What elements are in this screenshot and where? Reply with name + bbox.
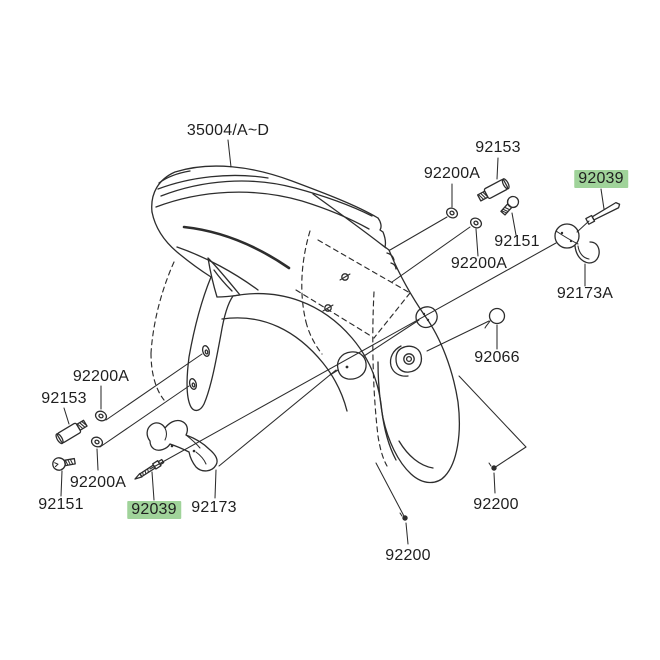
screw-92151-left-drawing	[52, 457, 76, 471]
part-label-92151-top: 92151	[494, 233, 540, 250]
part-label-92039-bottom[interactable]: 92039	[127, 501, 181, 519]
part-label-92200a-mid: 92200A	[450, 255, 508, 272]
part-label-92151-left: 92151	[38, 496, 84, 513]
part-label-92200a-left-lower: 92200A	[69, 474, 127, 491]
spacer-92153-top-drawing	[476, 178, 510, 202]
part-label-92153-left: 92153	[41, 390, 87, 407]
fender-boss-hole	[389, 345, 423, 377]
hidden-screw-icon	[322, 273, 351, 312]
plug-92066-drawing	[484, 307, 506, 329]
washer-92200a-top-drawing	[445, 207, 459, 219]
spacer-92153-left-drawing	[55, 419, 88, 445]
bracket-92173-drawing	[146, 419, 218, 472]
part-label-92173a: 92173A	[556, 285, 614, 302]
screw-92151-top-drawing	[500, 195, 520, 216]
part-label-92039-top[interactable]: 92039	[574, 170, 628, 188]
part-label-92153-top: 92153	[475, 139, 521, 156]
washer-92200a-left-lower-drawing	[90, 436, 104, 448]
hook-92173a-drawing	[554, 223, 600, 264]
fender-body-drawing	[150, 165, 461, 484]
part-label-92200-right: 92200	[473, 496, 519, 513]
pin-92039-bottom-drawing	[134, 458, 165, 480]
part-label-92066: 92066	[474, 349, 520, 366]
part-label-35004: 35004/A~D	[186, 122, 270, 139]
pushnut-92200-right-drawing	[488, 462, 497, 471]
pin-92039-top-drawing	[585, 201, 621, 225]
pushnut-92200-left-drawing	[399, 512, 408, 521]
leader-lines	[60, 139, 605, 545]
part-label-92173: 92173	[191, 499, 237, 516]
part-label-92200-left: 92200	[385, 547, 431, 564]
fender-boss-right	[415, 306, 438, 329]
washer-92200a-left-upper-drawing	[94, 410, 108, 422]
washer-92200a-mid-drawing	[469, 217, 483, 229]
part-label-92200a-top: 92200A	[423, 165, 481, 182]
part-label-92200a-left-upper: 92200A	[72, 368, 130, 385]
